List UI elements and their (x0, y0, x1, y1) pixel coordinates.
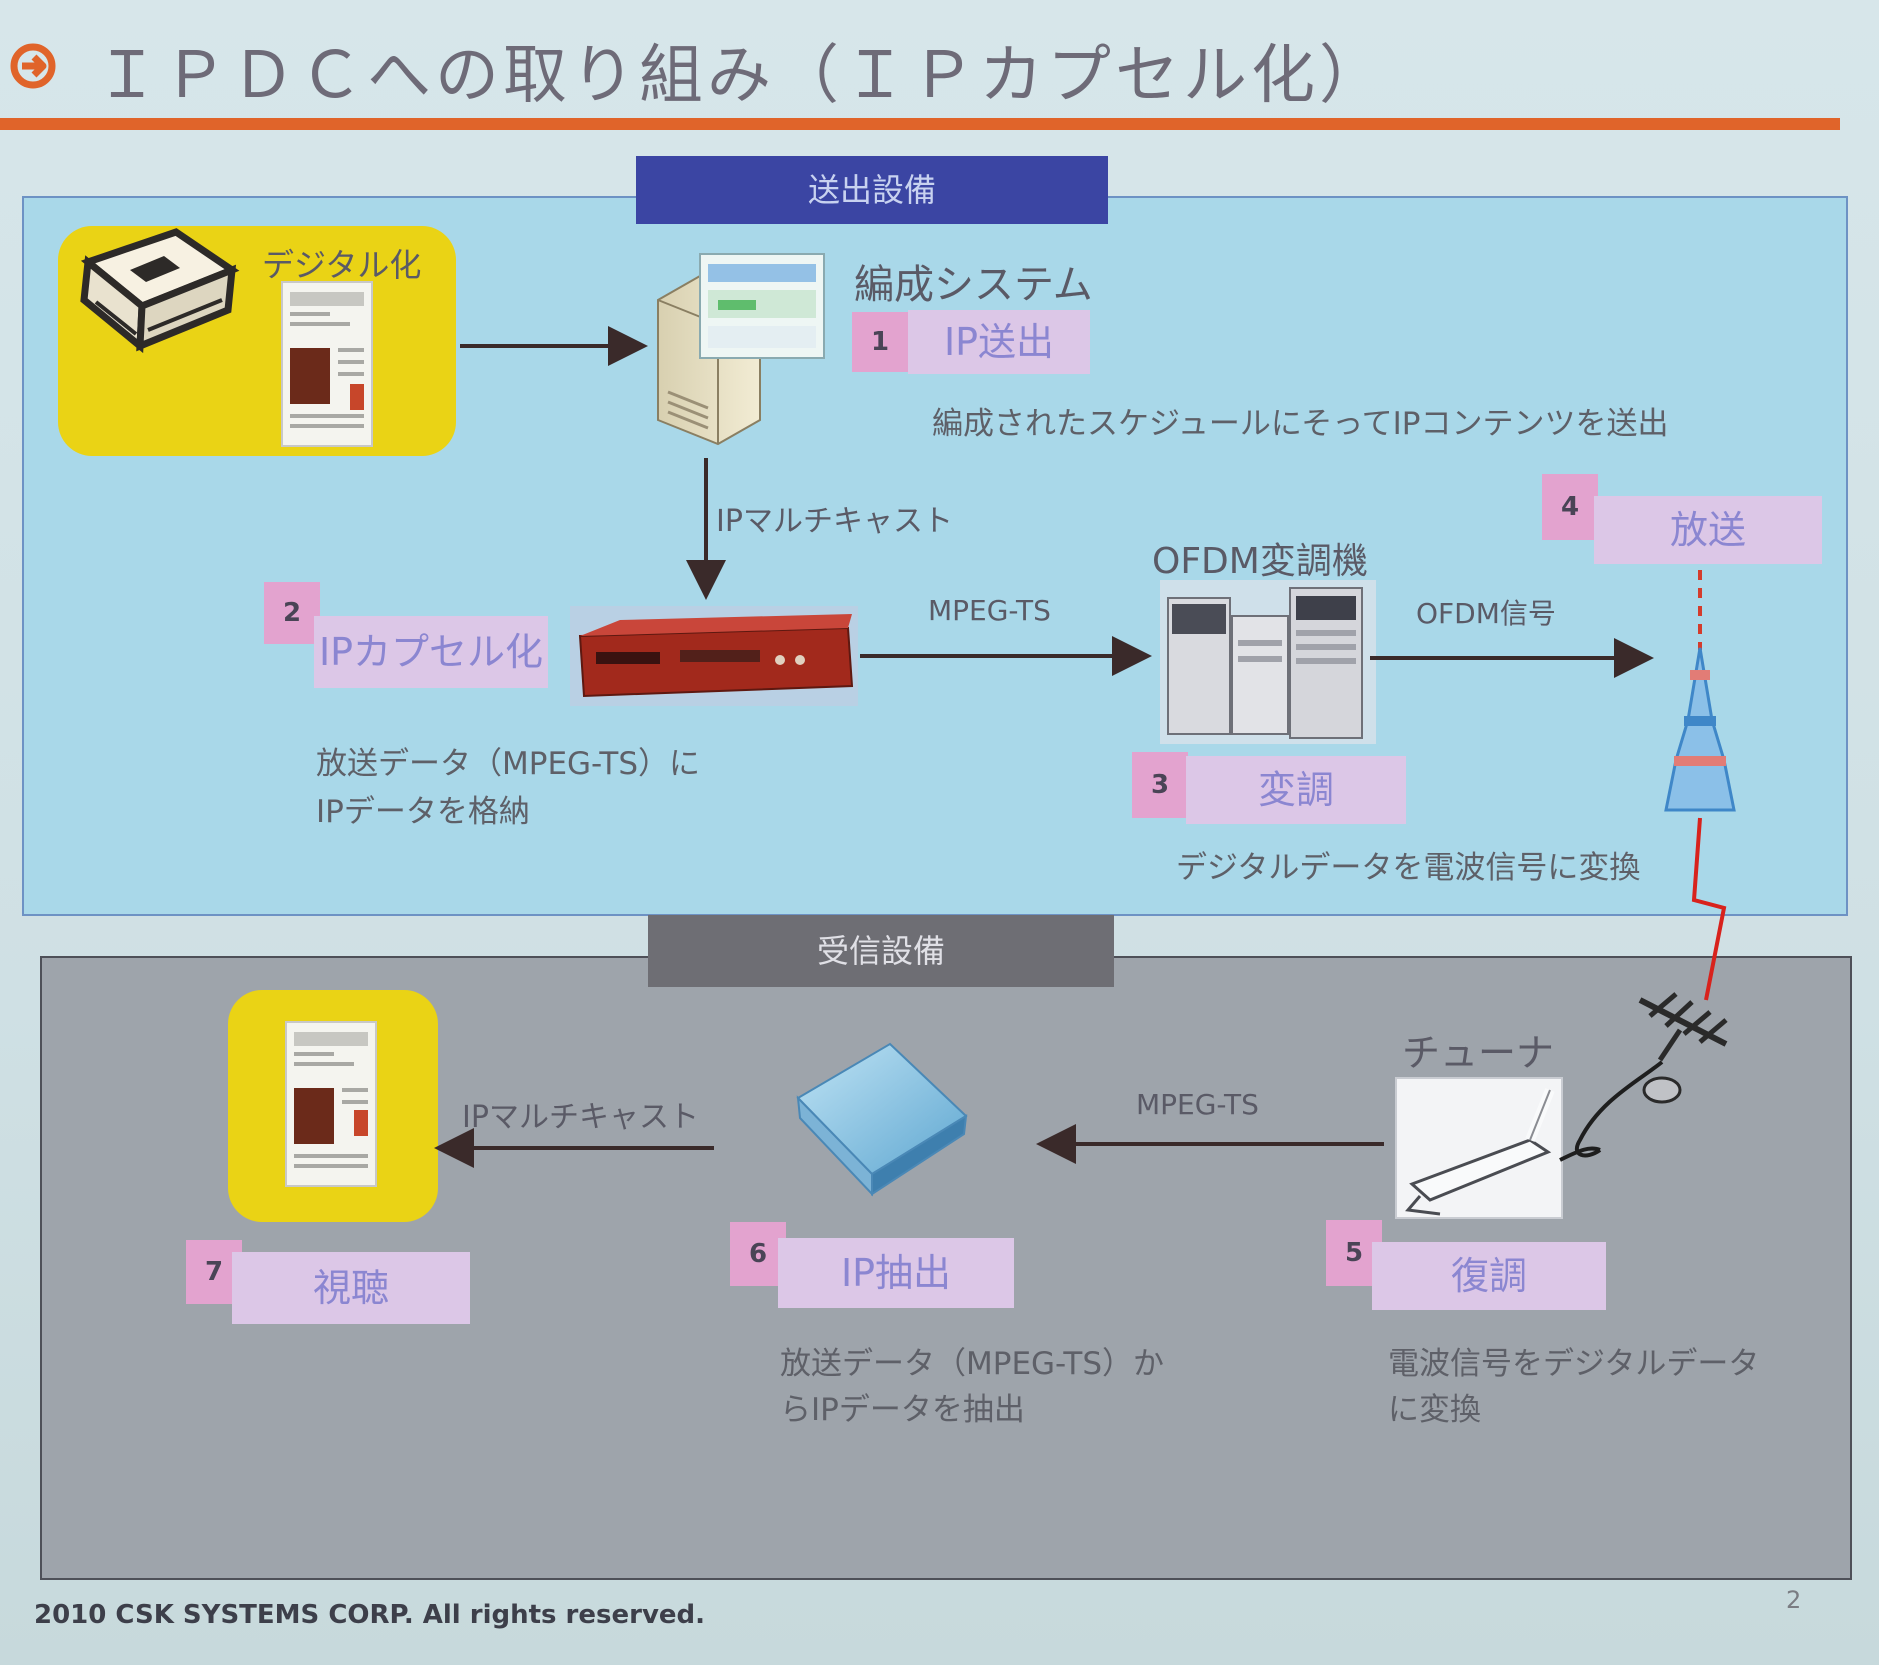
flow-ofdm-signal: OFDM信号 (1416, 597, 1556, 630)
digitize-label: デジタル化 (262, 246, 422, 284)
step-desc-ip-encapsulation-line2: IPデータを格納 (316, 794, 530, 830)
ofdm-modulator-label: OFDM変調機 (1152, 541, 1368, 582)
copyright-footer: 2010 CSK SYSTEMS CORP. All rights reserv… (34, 1600, 706, 1630)
step-label-ip-send: IP送出 (908, 310, 1090, 374)
step-number: 1 (852, 312, 908, 372)
ip-encapsulator-device-icon (570, 606, 858, 706)
flow-mpeg-ts-rx: MPEG-TS (1136, 1088, 1259, 1121)
antenna-icon (1574, 992, 1728, 1158)
step-number: 2 (264, 582, 320, 644)
step-desc-demodulation-line2: に変換 (1388, 1392, 1481, 1428)
transmit-header: 送出設備 (636, 156, 1108, 224)
newspaper-icon (281, 281, 373, 447)
step-label-modulation: 変調 (1186, 756, 1406, 824)
scheduling-system-label: 編成システム (854, 262, 1093, 308)
flow-ip-multicast-tx: IPマルチキャスト (716, 504, 953, 539)
slide-title: ＩＰＤＣへの取り組み（ＩＰカプセル化） (95, 39, 1387, 113)
server-icon (657, 253, 825, 446)
step-number: 3 (1132, 752, 1188, 818)
step-desc-ip-send: 編成されたスケジュールにそってIPコンテンツを送出 (932, 406, 1669, 442)
arrow-circle-icon (10, 43, 56, 89)
book-icon (80, 228, 240, 354)
step-label-broadcast: 放送 (1594, 496, 1822, 564)
step-desc-ip-extraction-line2: らIPデータを抽出 (780, 1392, 1025, 1428)
page-number: 2 (1786, 1586, 1802, 1614)
step-desc-ip-extraction-line1: 放送データ（MPEG-TS）か (780, 1346, 1165, 1382)
ofdm-modulator-rack-icon (1160, 580, 1376, 744)
flow-mpeg-ts-tx: MPEG-TS (928, 594, 1051, 627)
step-desc-demodulation-line1: 電波信号をデジタルデータ (1388, 1346, 1760, 1382)
ip-extractor-device-icon (796, 1042, 968, 1197)
step-number: 6 (730, 1222, 786, 1286)
tuner-device-icon (1395, 1077, 1601, 1219)
step-number: 4 (1542, 474, 1598, 540)
tuner-label: チューナ (1402, 1031, 1555, 1075)
step-label-ip-encapsulation: IPカプセル化 (314, 616, 548, 688)
title-rule (0, 118, 1840, 130)
step-label-demodulation: 復調 (1372, 1242, 1606, 1310)
flow-ip-multicast-rx: IPマルチキャスト (462, 1100, 699, 1135)
receive-header: 受信設備 (648, 915, 1114, 987)
step-label-ip-extraction: IP抽出 (778, 1238, 1014, 1308)
broadcast-tower-icon (1664, 570, 1736, 812)
step-label-viewing: 視聴 (232, 1252, 470, 1324)
step-desc-ip-encapsulation-line1: 放送データ（MPEG-TS）に (316, 746, 701, 782)
step-desc-modulation: デジタルデータを電波信号に変換 (1176, 850, 1641, 886)
newspaper-icon (285, 1021, 377, 1187)
radio-signal-line (1691, 817, 1727, 1001)
